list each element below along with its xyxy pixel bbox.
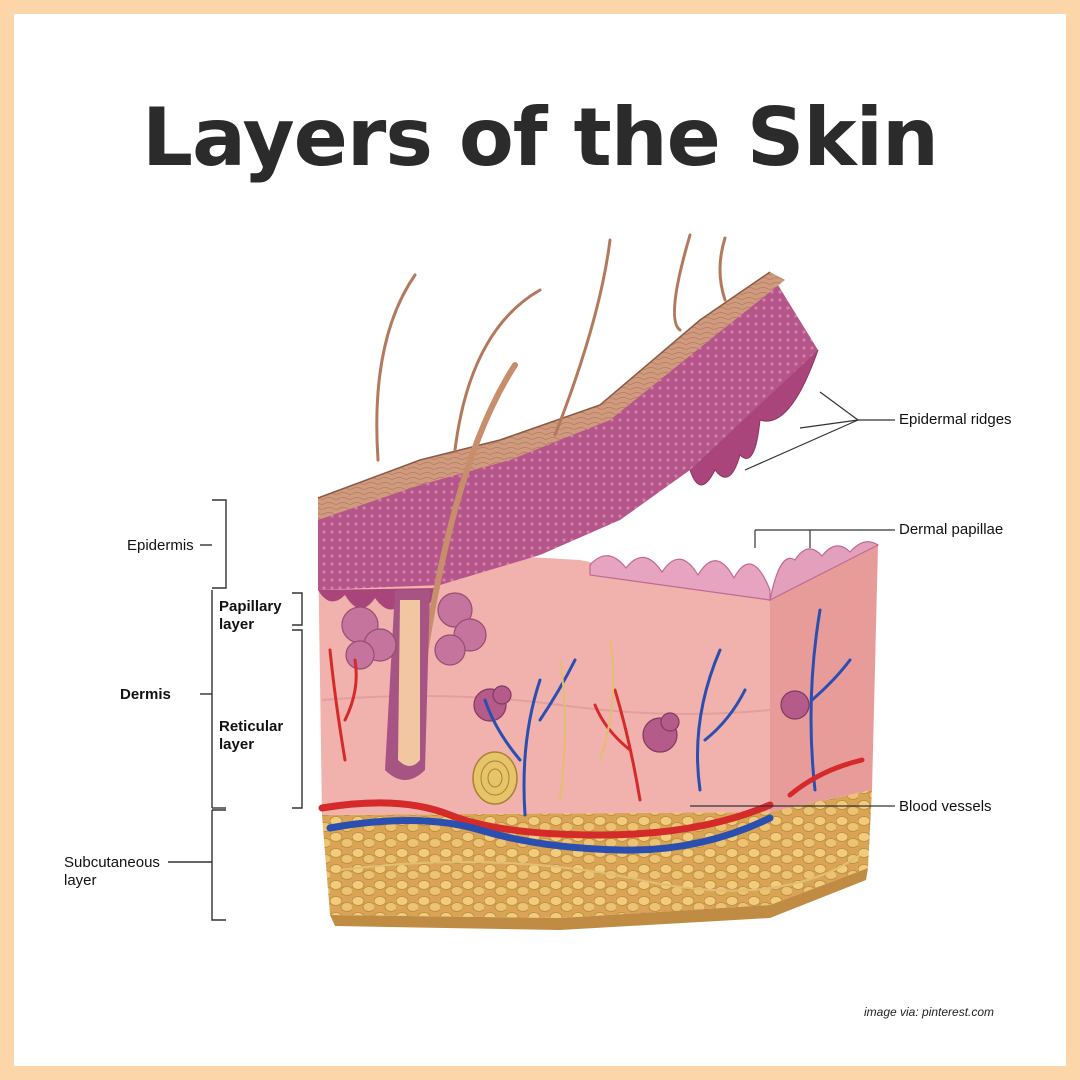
layer-brackets — [168, 499, 303, 921]
leader-lines — [690, 391, 895, 807]
sebaceous-glands — [341, 592, 487, 670]
label-blood-vessels: Blood vessels — [899, 798, 992, 815]
label-epidermal-ridges: Epidermal ridges — [899, 411, 1012, 428]
page-title: Layers of the Skin — [142, 91, 939, 184]
hair-follicle — [385, 590, 430, 780]
epidermis-slab — [317, 271, 819, 610]
lamellated-corpuscle — [472, 751, 518, 805]
label-dermal-papillae: Dermal papillae — [899, 521, 1004, 538]
label-reticular-line2: layer — [219, 736, 255, 753]
blood-vessels — [318, 608, 865, 854]
dermal-papillae — [589, 541, 880, 602]
label-subcutaneous-line2: layer — [64, 872, 97, 889]
sweat-glands — [473, 685, 810, 753]
label-dermis: Dermis — [120, 686, 171, 703]
label-papillary-line1: Papillary — [219, 598, 282, 615]
label-epidermis: Epidermis — [127, 537, 194, 554]
label-subcutaneous-line1: Subcutaneous — [64, 854, 160, 871]
image-credit: image via: pinterest.com — [864, 1005, 995, 1019]
nerve-fibers — [339, 639, 861, 892]
label-papillary-line2: layer — [219, 616, 255, 633]
label-reticular-line1: Reticular — [219, 718, 284, 735]
